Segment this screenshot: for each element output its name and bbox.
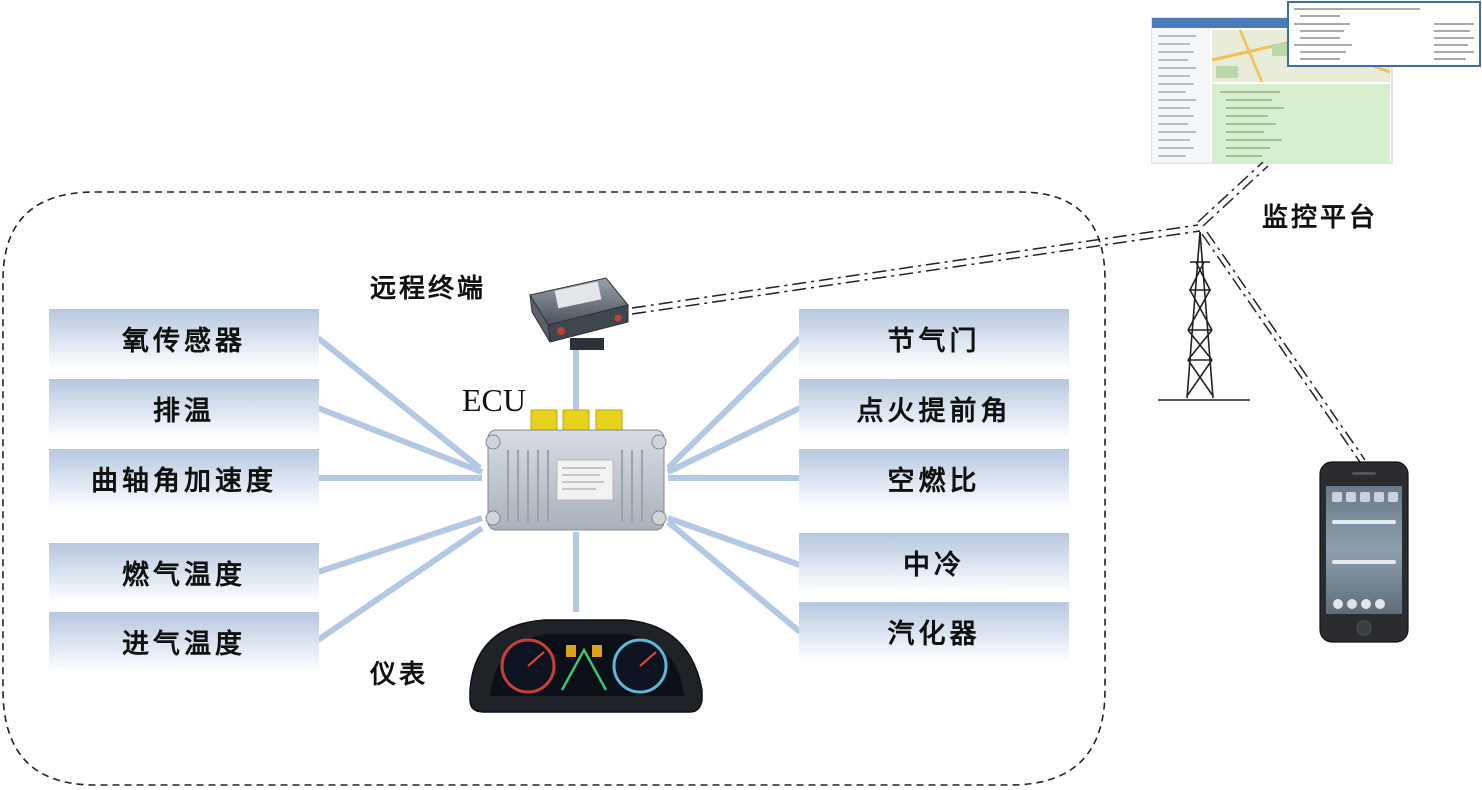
link-terminal-tower-a [631,224,1199,309]
instrument-label: 仪表 [370,660,429,690]
connector-intake-temp [316,525,484,643]
actuator-ignition-advance: 点火提前角 [799,379,1069,437]
signal-tower [1158,231,1250,401]
remote-terminal-label: 远程终端 [370,274,487,304]
link-tower-platform-b [1202,165,1269,227]
link-tower-phone-b [1206,231,1366,461]
connector-lines [316,335,803,643]
connector-throttle [665,335,803,471]
actuator-carburetor: 汽化器 [799,602,1069,660]
sensor-exhaust-temp: 排温 [49,379,319,437]
instrument-cluster [469,619,703,713]
connector-gas-temp [317,515,483,575]
link-terminal-tower-b [631,230,1201,315]
wireless-links [631,161,1366,463]
monitor-platform-label: 监控平台 [1262,203,1379,233]
connector-intercooler [666,515,802,568]
connector-exhaust [316,405,484,475]
connector-ignition [666,405,802,475]
actuator-throttle: 节气门 [799,309,1069,367]
actuator-intercooler: 中冷 [799,533,1069,591]
ecu-module [485,409,667,531]
sensor-gas-temp: 燃气温度 [49,543,319,601]
platform-screenshot [1151,1,1481,164]
remote-terminal-device [529,277,629,350]
sensor-oxygen: 氧传感器 [49,309,319,367]
ecu-label: ECU [462,382,526,418]
actuator-air-fuel-ratio: 空燃比 [799,449,1069,507]
link-tower-phone-a [1201,233,1361,463]
link-tower-platform-a [1197,161,1264,223]
sensor-intake-temp: 进气温度 [49,612,319,670]
connector-oxygen [316,335,482,471]
smartphone [1319,461,1409,643]
sensor-crank-acceleration: 曲轴角加速度 [49,449,319,507]
connector-carburetor [666,519,802,635]
